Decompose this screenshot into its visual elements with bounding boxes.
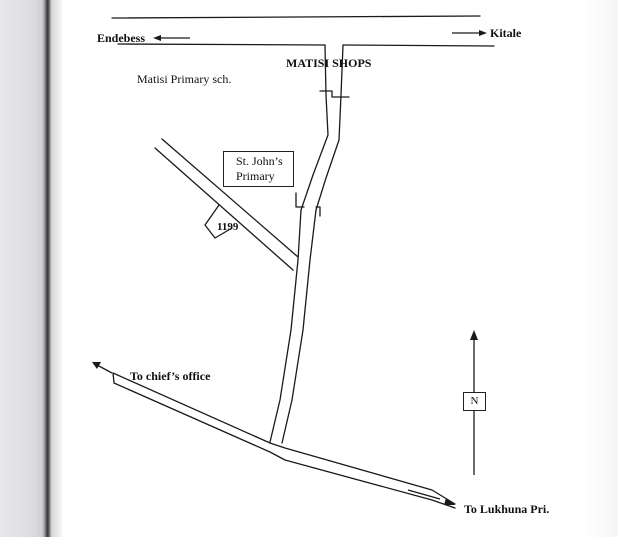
arrow-to-lukhuna-icon — [407, 489, 455, 505]
st-johns-line-1: St. John’s — [236, 154, 283, 168]
main-road — [111, 15, 495, 47]
arrow-left-icon — [153, 35, 190, 41]
st-johns-primary-box: St. John’s Primary — [223, 151, 294, 187]
branch-road — [154, 138, 299, 271]
label-plot-1199: 1199 — [217, 221, 239, 233]
label-to-lukhuna: To Lukhuna Pri. — [464, 502, 550, 516]
road-south-section — [269, 209, 317, 444]
label-to-chiefs-office: To chief’s office — [130, 369, 211, 383]
scan-binding-shadow — [0, 0, 62, 537]
label-endebess: Endebess — [97, 31, 146, 45]
label-matisi-primary: Matisi Primary sch. — [137, 72, 232, 86]
lower-road — [112, 372, 456, 509]
label-matisi-shops: MATISI SHOPS — [286, 56, 372, 70]
label-kitale: Kitale — [490, 26, 522, 40]
plot-1199-marker — [204, 204, 233, 239]
road-north-section — [295, 44, 350, 217]
st-johns-line-2: Primary — [236, 169, 275, 183]
arrow-to-chief-icon — [92, 362, 113, 374]
north-indicator-box: N — [463, 392, 486, 411]
arrow-right-icon — [452, 30, 487, 36]
scan-page-edge — [578, 0, 618, 537]
north-arrow-icon — [470, 330, 478, 475]
